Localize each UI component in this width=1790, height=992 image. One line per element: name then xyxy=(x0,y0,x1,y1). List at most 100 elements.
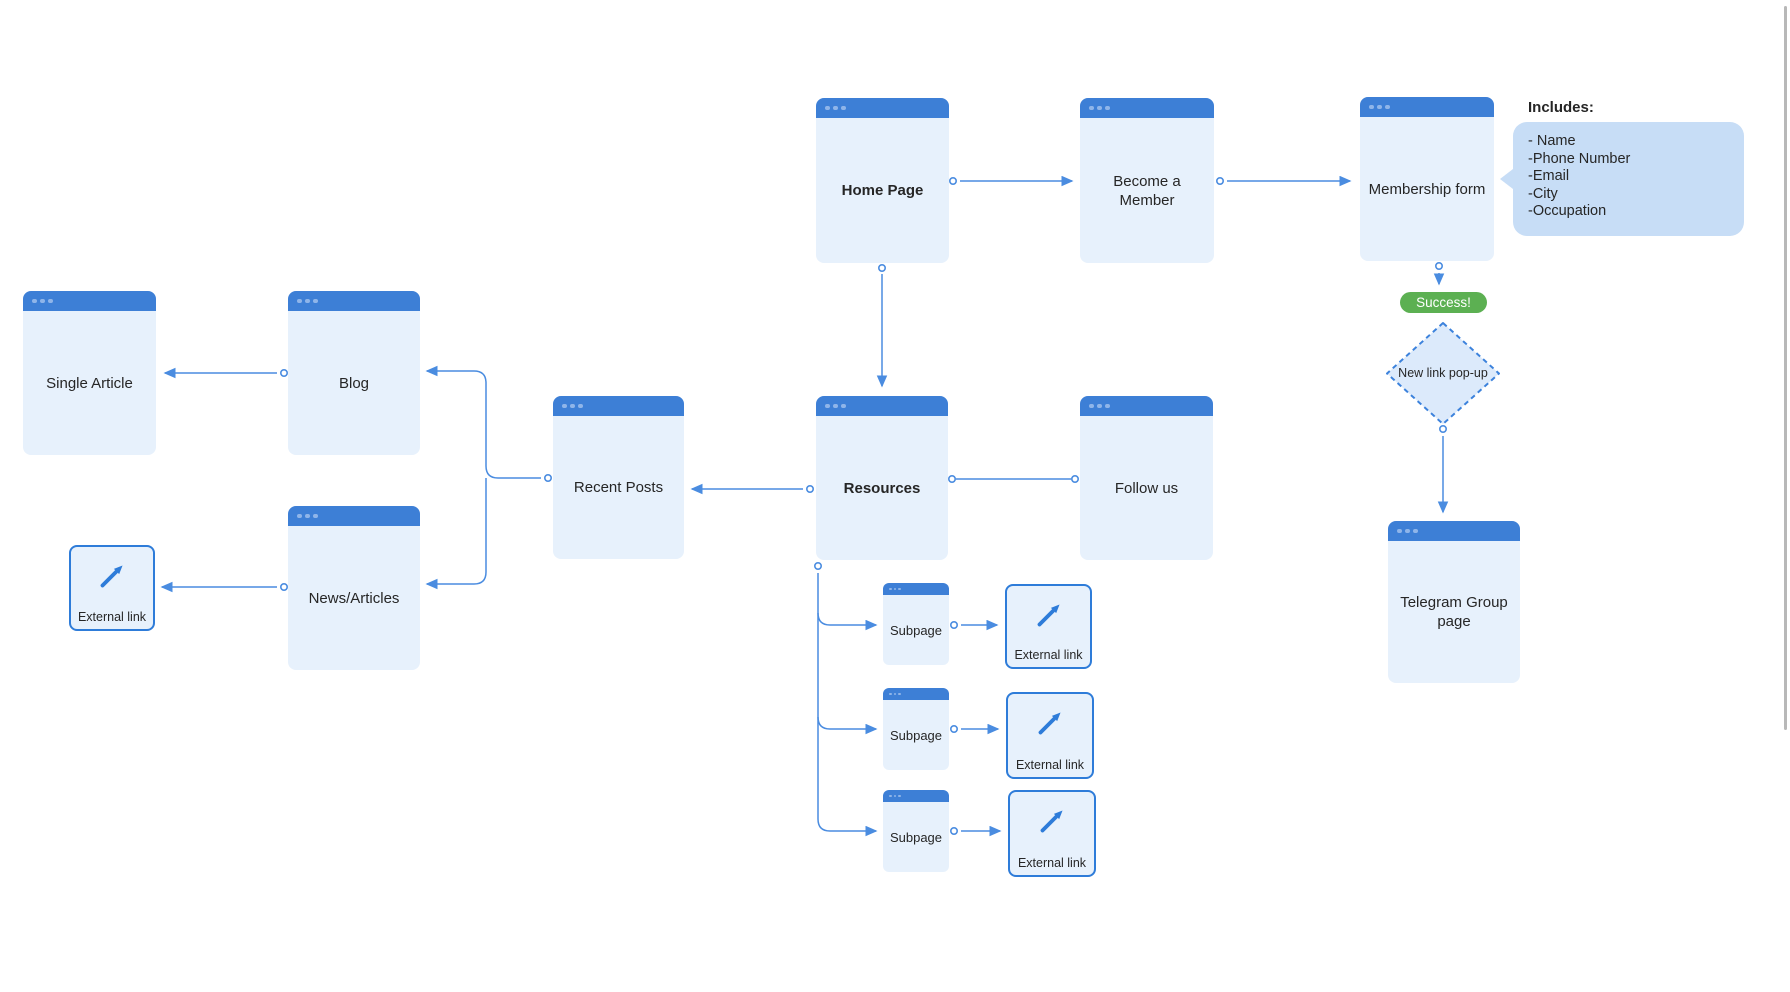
external-link-label: External link xyxy=(77,610,147,624)
connector-port xyxy=(805,484,814,493)
node-subpage-2[interactable]: Subpage xyxy=(883,688,949,770)
node-resources[interactable]: Resources xyxy=(816,396,948,560)
callout-line: -Occupation xyxy=(1528,203,1607,219)
vertical-scrollbar[interactable] xyxy=(1784,6,1787,730)
connector-port xyxy=(948,177,957,186)
window-dot-icon xyxy=(1097,105,1102,111)
external-link-label: External link xyxy=(1017,856,1087,870)
window-dot-icon xyxy=(313,513,318,519)
window-dot-icon xyxy=(1105,403,1110,409)
callout-title: Includes: xyxy=(1528,99,1594,116)
connector-resources-to-subpage-3 xyxy=(817,573,878,837)
node-external-link-3[interactable]: External link xyxy=(1008,790,1096,877)
decision-label: New link pop-up xyxy=(1398,366,1488,380)
external-arrow-icon xyxy=(1040,810,1063,833)
window-dot-icon xyxy=(1089,403,1094,409)
node-recent-posts[interactable]: Recent Posts xyxy=(553,396,684,559)
window-dot-icon xyxy=(825,105,830,111)
window-dot-icon xyxy=(898,692,901,696)
window-titlebar xyxy=(1388,521,1520,541)
window-dot-icon xyxy=(1369,104,1374,110)
connector-port xyxy=(279,582,288,591)
node-label: Blog xyxy=(338,374,370,392)
node-external-link-2[interactable]: External link xyxy=(1006,692,1094,779)
window-dot-icon xyxy=(1089,105,1094,111)
node-external-link-1[interactable]: External link xyxy=(1005,584,1092,669)
window-titlebar xyxy=(883,790,949,802)
window-titlebar xyxy=(883,583,949,595)
window-dot-icon xyxy=(1397,528,1402,534)
window-dot-icon xyxy=(562,403,567,409)
window-dot-icon xyxy=(898,587,901,591)
node-subpage-3[interactable]: Subpage xyxy=(883,790,949,872)
connector-port xyxy=(877,263,886,272)
window-titlebar xyxy=(553,396,684,416)
connector-port xyxy=(1435,261,1444,270)
node-news-articles[interactable]: News/Articles xyxy=(288,506,420,670)
window-dot-icon xyxy=(889,587,892,591)
success-badge[interactable]: Success! xyxy=(1400,292,1487,313)
window-dot-icon xyxy=(889,794,892,798)
window-dot-icon xyxy=(893,794,896,798)
window-dot-icon xyxy=(305,513,310,519)
decision-diamond[interactable] xyxy=(1386,322,1500,425)
window-titlebar xyxy=(816,98,949,118)
node-label: News/Articles xyxy=(308,589,400,607)
node-follow-us[interactable]: Follow us xyxy=(1080,396,1213,560)
window-dot-icon xyxy=(893,692,896,696)
window-dot-icon xyxy=(32,298,37,304)
window-dot-icon xyxy=(1385,104,1390,110)
node-external-link-news[interactable]: External link xyxy=(69,545,155,631)
callout-line: -Email xyxy=(1528,168,1570,184)
node-blog[interactable]: Blog xyxy=(288,291,420,455)
node-label: Subpage xyxy=(889,829,943,845)
window-titlebar xyxy=(288,291,420,311)
node-home-page[interactable]: Home Page xyxy=(816,98,949,263)
connector-recent-posts-to-news-articles xyxy=(425,478,487,590)
window-titlebar xyxy=(1080,98,1214,118)
window-dot-icon xyxy=(1105,105,1110,111)
window-titlebar xyxy=(1360,97,1494,117)
connector-resources-to-subpage-1 xyxy=(817,612,878,631)
node-label: Become a Member xyxy=(1113,172,1181,209)
connector-port xyxy=(1439,424,1448,433)
external-arrow-icon xyxy=(1038,712,1061,735)
window-titlebar xyxy=(288,506,420,526)
external-arrow-icon xyxy=(1037,604,1060,627)
connector-resources-to-subpage-2 xyxy=(817,716,878,735)
node-single-article[interactable]: Single Article xyxy=(23,291,156,455)
window-dot-icon xyxy=(841,105,846,111)
node-membership-form[interactable]: Membership form xyxy=(1360,97,1494,261)
connector-port xyxy=(1071,474,1080,483)
node-label: Follow us xyxy=(1114,479,1179,497)
node-telegram-group-page[interactable]: Telegram Group page xyxy=(1388,521,1520,683)
window-dot-icon xyxy=(825,403,830,409)
window-titlebar xyxy=(23,291,156,311)
external-link-label: External link xyxy=(1015,758,1085,772)
node-label: Subpage xyxy=(889,727,943,743)
node-label: Membership form xyxy=(1368,180,1486,198)
connector-port xyxy=(1216,177,1225,186)
node-label: Single Article xyxy=(46,374,133,392)
window-dot-icon xyxy=(833,105,838,111)
node-label: Subpage xyxy=(889,622,943,638)
window-titlebar xyxy=(883,688,949,700)
node-subpage-1[interactable]: Subpage xyxy=(883,583,949,665)
connector-recent-posts-to-blog xyxy=(425,365,541,479)
connector-port xyxy=(949,826,958,835)
window-dot-icon xyxy=(1413,528,1418,534)
node-become-a-member[interactable]: Become a Member xyxy=(1080,98,1214,263)
window-titlebar xyxy=(1080,396,1213,416)
window-dot-icon xyxy=(1405,528,1410,534)
window-dot-icon xyxy=(578,403,583,409)
window-dot-icon xyxy=(841,403,846,409)
window-dot-icon xyxy=(297,298,302,304)
window-dot-icon xyxy=(297,513,302,519)
node-label: Home Page xyxy=(841,182,924,199)
node-label: Recent Posts xyxy=(573,479,664,496)
callout-bubble[interactable]: - Name -Phone Number -Email -City -Occup… xyxy=(1500,122,1744,236)
node-label: Resources xyxy=(843,479,921,497)
window-dot-icon xyxy=(898,794,901,798)
